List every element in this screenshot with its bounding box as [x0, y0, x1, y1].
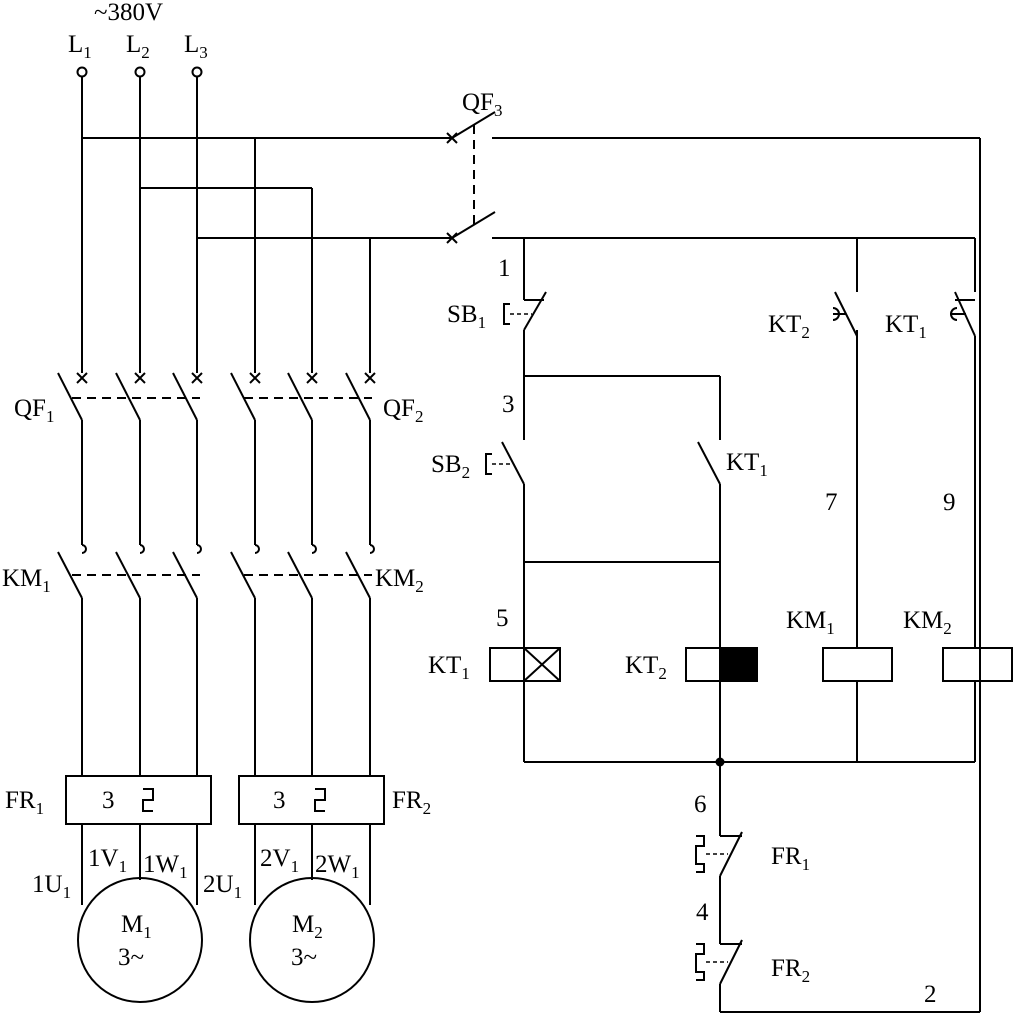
km1-main-label: KM1	[2, 565, 51, 596]
km1-coil-label: KM1	[786, 607, 835, 638]
sb1-label: SB1	[447, 301, 486, 332]
kt2-delay-contact	[832, 291, 858, 337]
fr1-label: FR1	[5, 787, 44, 818]
node-label-6: 6	[694, 791, 707, 818]
kt1-coil	[489, 647, 561, 682]
l2-terminal	[134, 66, 146, 78]
control-circuit-wiring	[523, 138, 981, 1013]
fr2-count: 3	[273, 787, 286, 814]
qf1-qf2-breakers	[57, 372, 376, 545]
km-main-contacts	[57, 544, 375, 776]
terminal-1w1-label: 1W1	[143, 851, 188, 882]
supply-bus	[81, 77, 452, 373]
motor-m1-label: M1	[121, 911, 152, 942]
fr2-overload-contact	[695, 939, 743, 985]
fr1-count: 3	[102, 787, 115, 814]
node-label-7: 7	[825, 489, 838, 516]
kt2-coil	[685, 647, 758, 682]
node-label-5: 5	[496, 605, 509, 632]
kt1-delay-contact-label: KT1	[885, 311, 927, 342]
l3-terminal	[191, 66, 203, 78]
terminal-1u1-label: 1U1	[32, 871, 71, 902]
fr2-label: FR2	[392, 787, 431, 818]
kt1-contact-label: KT1	[726, 449, 768, 480]
qf3-label: QF3	[462, 89, 502, 120]
node-label-4: 4	[696, 899, 709, 926]
motor-m1	[77, 877, 203, 1003]
phase-l1-label: L1	[68, 31, 92, 62]
sb2-label: SB2	[431, 451, 470, 482]
kt1-contact	[697, 441, 721, 485]
km2-coil-label: KM2	[903, 607, 952, 638]
node-label-3: 3	[502, 391, 515, 418]
terminal-1v1-label: 1V1	[88, 845, 127, 876]
fr1-thermal-element	[65, 775, 212, 825]
kt1-coil-label: KT1	[428, 652, 470, 683]
qf3-breaker	[446, 111, 980, 244]
sb1-stop-button	[503, 291, 547, 336]
kt2-contact-label: KT2	[768, 311, 810, 342]
motor-m2-label: M2	[292, 911, 323, 942]
terminal-2u1-label: 2U1	[203, 871, 242, 902]
supply-voltage-label: ~380V	[94, 0, 163, 26]
motor-m2-phase: 3~	[291, 944, 317, 971]
km2-main-label: KM2	[375, 565, 424, 596]
fr1-contact-label: FR1	[771, 843, 810, 874]
node-label-2: 2	[924, 981, 937, 1008]
fr2-contact-label: FR2	[771, 955, 810, 986]
terminal-2v1-label: 2V1	[260, 845, 299, 876]
motor-m1-phase: 3~	[118, 944, 144, 971]
node-label-1: 1	[498, 255, 511, 282]
phase-l3-label: L3	[184, 31, 208, 62]
kt2-coil-label: KT2	[625, 652, 667, 683]
motor-leads	[81, 824, 371, 905]
sb2-start-button	[485, 441, 525, 485]
kt1-delay-contact	[950, 291, 976, 337]
junction-node-6	[715, 757, 725, 767]
phase-l2-label: L2	[126, 31, 150, 62]
fr1-overload-contact	[695, 831, 743, 877]
motor-m2	[249, 877, 375, 1003]
km1-coil	[822, 647, 893, 682]
km2-coil	[942, 647, 1013, 682]
l1-terminal	[76, 66, 88, 78]
qf1-label: QF1	[14, 395, 54, 426]
node-label-9: 9	[943, 489, 956, 516]
fr2-thermal-element	[238, 775, 385, 825]
qf2-label: QF2	[383, 395, 423, 426]
terminal-2w1-label: 2W1	[315, 851, 360, 882]
